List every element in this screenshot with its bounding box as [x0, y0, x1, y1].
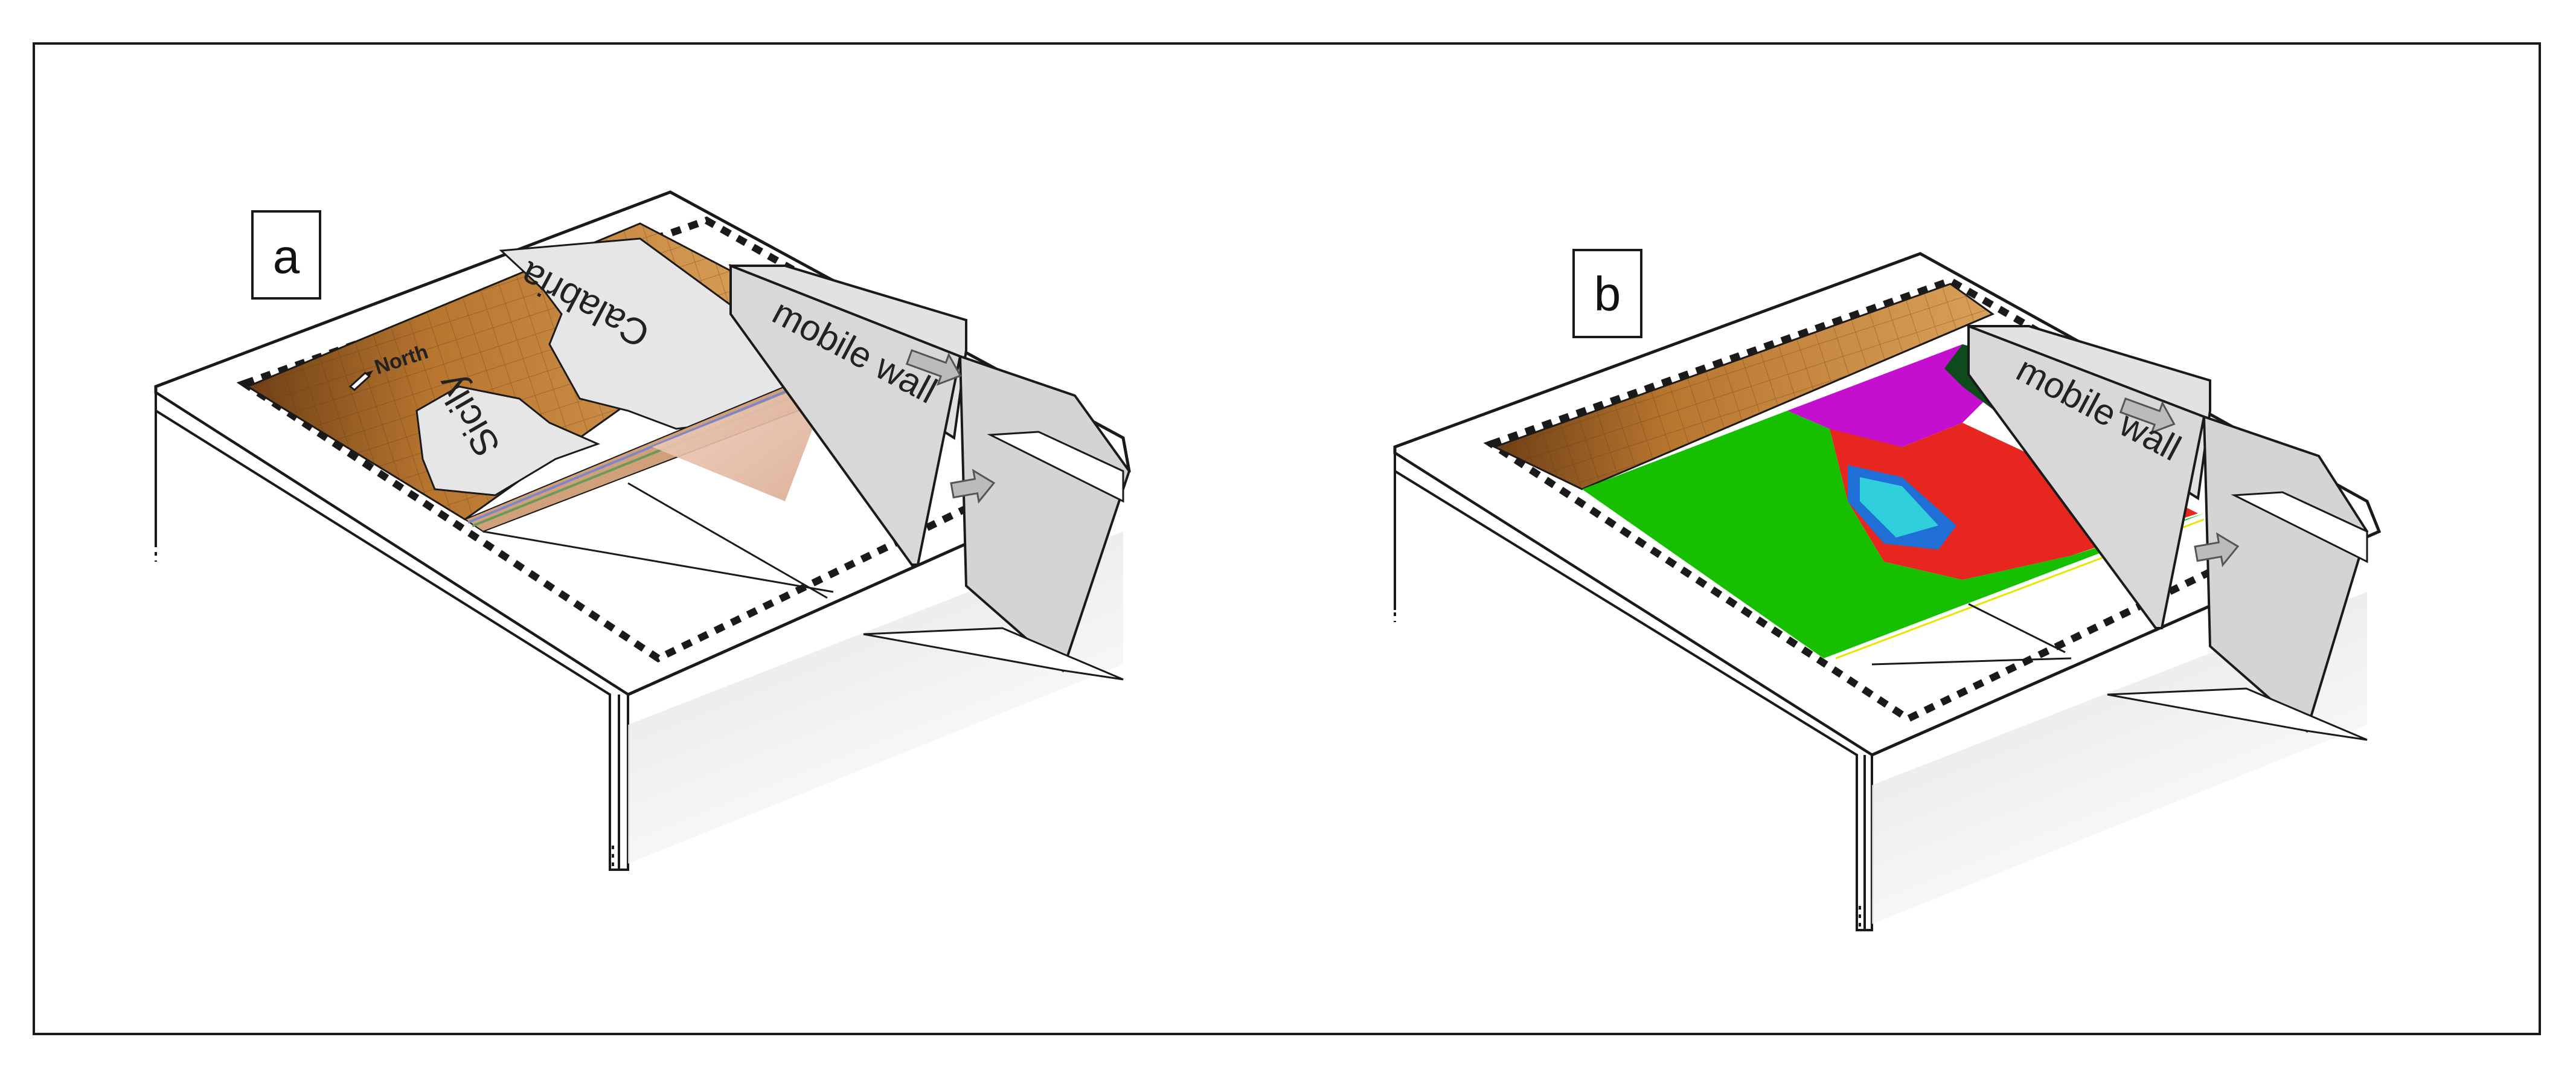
inner-line-a2 [627, 482, 828, 599]
panel-a: a mobile wall Calabria Sicily North [154, 190, 1131, 871]
mobile-wall-front [729, 264, 962, 566]
arrow-icon [905, 349, 962, 386]
layer-line-1 [467, 374, 825, 524]
panel-label-box [1572, 249, 1642, 338]
mobile-wall-front [1967, 324, 2206, 629]
wall-base [2107, 687, 2368, 741]
inner-line-a1 [482, 530, 834, 593]
panel-label: b [1594, 267, 1621, 321]
sicily-block [415, 385, 601, 496]
panel-b: b mobile wall [1393, 249, 2382, 931]
inner-line-b2 [1871, 657, 2072, 666]
arrow-icon [2119, 397, 2176, 434]
panel-label: a [273, 230, 300, 283]
wall-base [863, 627, 1124, 681]
inner-line-b1 [1968, 603, 2066, 653]
arrow-icon [2194, 532, 2240, 567]
result-green [1582, 411, 2204, 658]
brown-grid [1495, 284, 1993, 489]
result-cyan-small [1860, 477, 1938, 538]
panel-label-box [251, 210, 321, 300]
mobile-wall-lip [2231, 491, 2368, 564]
arrow-icon [950, 469, 996, 504]
mobile-wall-lip [987, 431, 1124, 503]
north-arrow-icon [348, 370, 374, 391]
transparent-wedge [652, 374, 833, 501]
